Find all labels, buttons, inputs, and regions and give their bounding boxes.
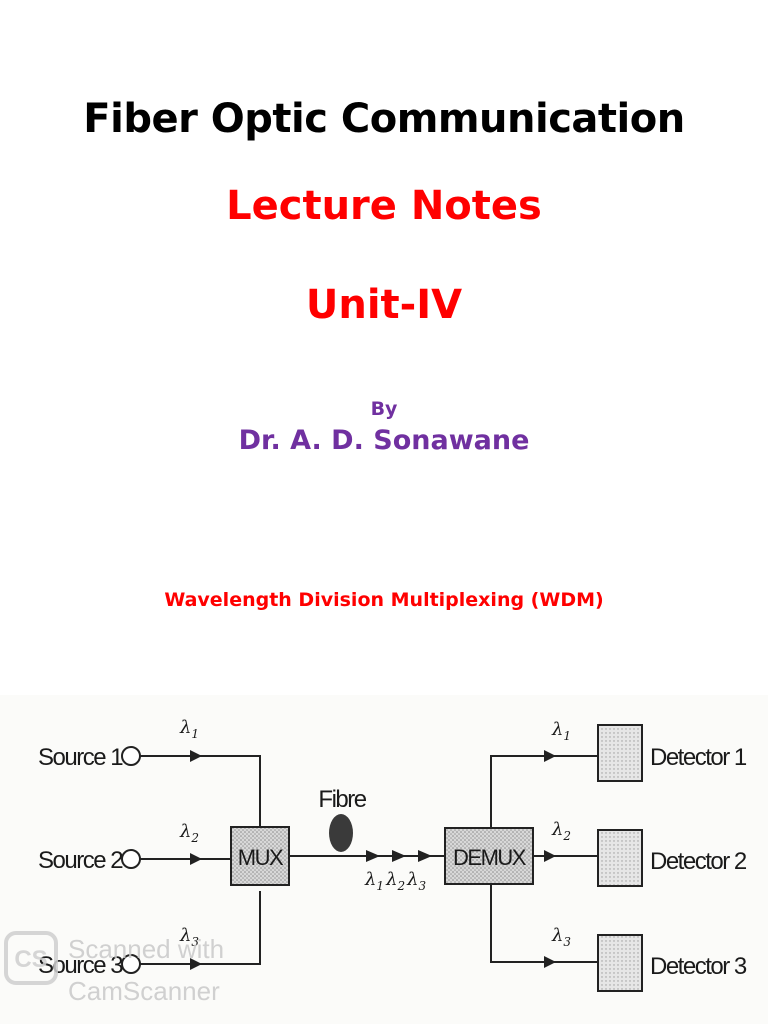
detector-1-label: Detector 1: [650, 744, 747, 771]
detector-1-block: [597, 724, 643, 782]
source-2-label: Source 2: [38, 847, 123, 874]
source-1-label: Source 1: [38, 744, 123, 771]
source-arrows: [190, 750, 202, 970]
wdm-diagram-svg: Source 1 Source 2 Source 3 λ1 λ2 λ3 MUX …: [4, 717, 748, 1006]
detector-3-block: [597, 934, 643, 992]
camscanner-watermark: CS Scanned with CamScanner: [4, 931, 224, 1006]
lambda-3-detector-label: λ3: [551, 925, 571, 949]
detector-3-label: Detector 3: [650, 953, 747, 980]
detector-2-label: Detector 2: [650, 848, 747, 875]
author-name: Dr. A. D. Sonawane: [238, 425, 530, 456]
lambda-3-source-label: λ3: [179, 925, 199, 949]
fibre-icon: [329, 814, 353, 852]
fibre-label: Fibre: [318, 786, 366, 813]
watermark-line-2: CamScanner: [68, 976, 220, 1006]
lambda-2-detector-label: λ2: [551, 819, 571, 843]
wdm-diagram: Source 1 Source 2 Source 3 λ1 λ2 λ3 MUX …: [0, 695, 768, 1024]
lambda-1-source-label: λ1: [179, 717, 199, 741]
camscanner-logo-icon: [4, 931, 58, 985]
detector-2-block: [597, 829, 643, 887]
unit-heading: Unit-IV: [305, 282, 463, 328]
source-3-label: Source 3: [38, 952, 123, 979]
demux-label: DEMUX: [453, 845, 527, 870]
mux-label: MUX: [238, 845, 284, 870]
detector-lines: [490, 755, 598, 963]
document-title: Fiber Optic Communication: [83, 96, 685, 142]
source-lines: [140, 755, 261, 965]
source-1-icon: [121, 746, 141, 766]
section-title: Wavelength Division Multiplexing (WDM): [164, 589, 604, 611]
detector-arrows: [544, 750, 556, 968]
document-subtitle: Lecture Notes: [226, 183, 542, 229]
by-label: By: [370, 398, 398, 420]
camscanner-logo-text: CS: [14, 946, 47, 973]
lambda-1-detector-label: λ1: [551, 719, 571, 743]
watermark-line-1: Scanned with: [68, 934, 224, 964]
source-2-icon: [121, 849, 141, 869]
fibre-arrows: [366, 850, 432, 862]
lambda-2-source-label: λ2: [179, 821, 199, 845]
